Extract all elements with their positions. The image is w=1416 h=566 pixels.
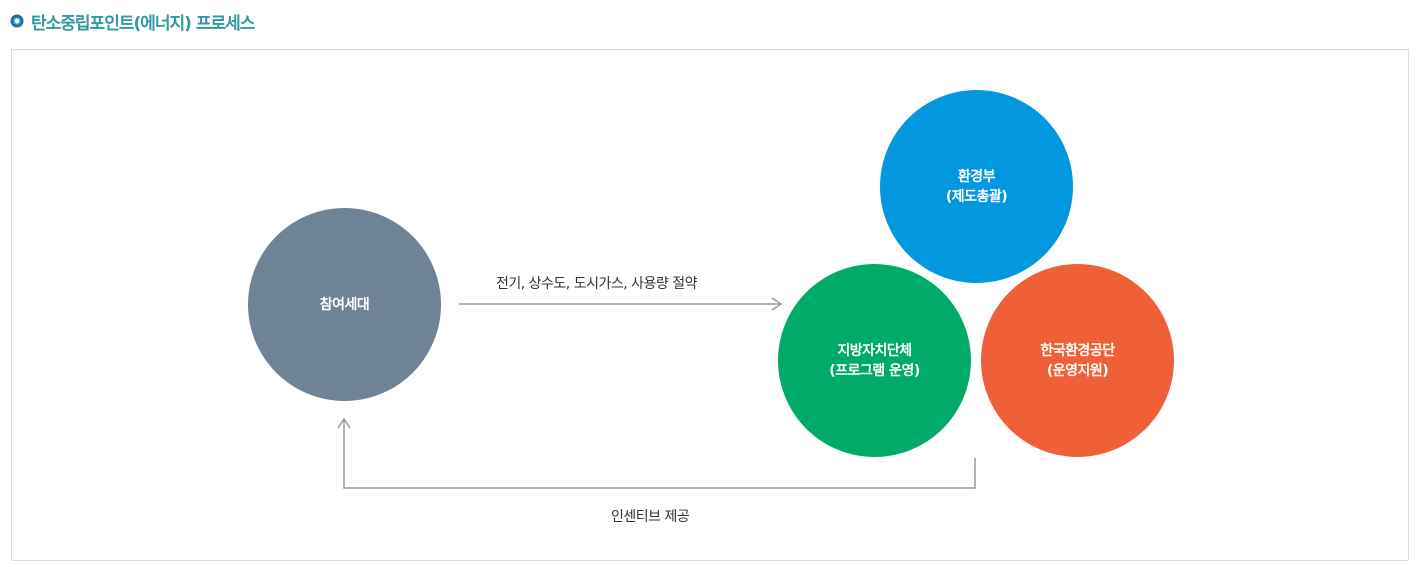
section-header: 탄소중립포인트(에너지) 프로세스	[10, 8, 255, 34]
ring-bullet-icon	[10, 14, 24, 28]
ministry-label: 환경부	[957, 168, 996, 185]
ministry-role: (제도총괄)	[945, 188, 1008, 205]
savings-arrow-head-icon	[771, 297, 783, 311]
kec-label: 한국환경공단	[1040, 342, 1115, 359]
participant-label: 참여세대	[319, 296, 370, 313]
incentive-arrow-line	[343, 420, 976, 489]
local-gov-role: (프로그램 운영)	[829, 362, 920, 379]
kec-node: 한국환경공단 (운영지원)	[981, 264, 1174, 457]
participant-node: 참여세대	[248, 208, 441, 401]
local-gov-label: 지방자치단체	[837, 342, 912, 359]
page-title: 탄소중립포인트(에너지) 프로세스	[31, 13, 255, 34]
savings-edge-label: 전기, 상수도, 도시가스, 사용량 절약	[496, 276, 697, 292]
diagram-frame	[11, 49, 1409, 561]
ministry-node: 환경부 (제도총괄)	[880, 90, 1073, 283]
kec-role: (운영지원)	[1046, 362, 1109, 379]
incentive-arrow-head-icon	[337, 417, 351, 429]
incentive-edge-label: 인센티브 제공	[611, 509, 690, 525]
local-gov-node: 지방자치단체 (프로그램 운영)	[778, 264, 971, 457]
